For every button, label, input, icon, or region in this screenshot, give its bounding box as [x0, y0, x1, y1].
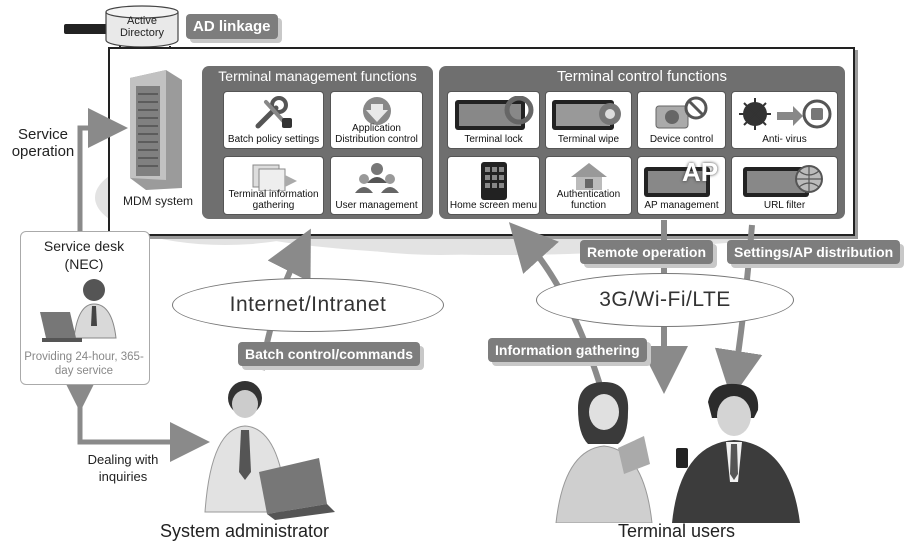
- users-icon: [354, 163, 399, 193]
- dealing-inquiries-label: Dealing with inquiries: [87, 452, 159, 484]
- tile-label: AP management: [644, 200, 719, 211]
- tile-terminal-info[interactable]: Terminal information gathering: [223, 156, 324, 215]
- tile-terminal-wipe[interactable]: Terminal wipe: [545, 91, 632, 149]
- service-desk-title: Service desk: [43, 238, 125, 254]
- tile-label: Terminal lock: [464, 134, 523, 145]
- tile-label: Terminal wipe: [557, 134, 620, 145]
- ap-phone-icon: [643, 167, 710, 197]
- tile-label: Authentication function: [556, 189, 621, 211]
- tile-terminal-lock[interactable]: Terminal lock: [447, 91, 540, 149]
- service-desk-note: Providing 24-hour, 365-day service: [24, 351, 144, 377]
- tile-label: Application Distribution control: [335, 123, 418, 145]
- tile-home-screen[interactable]: Home screen menu: [447, 156, 540, 215]
- tile-url-filter[interactable]: URL filter: [731, 156, 838, 215]
- tile-label: Terminal information gathering: [228, 189, 319, 211]
- mdm-system-label: MDM system: [123, 194, 193, 208]
- management-panel-title: Terminal management functions: [218, 68, 417, 84]
- mobile-network-ellipse: 3G/Wi-Fi/LTE: [536, 273, 794, 327]
- inquiries-arrow: [60, 372, 210, 462]
- system-administrator-label: System administrator: [160, 521, 330, 541]
- active-directory-label: Active Directory: [119, 15, 164, 39]
- tile-label: Device control: [649, 134, 714, 145]
- tile-batch-policy[interactable]: Batch policy settings: [223, 91, 324, 149]
- tile-user-management[interactable]: User management: [330, 156, 423, 215]
- internet-intranet-ellipse: Internet/Intranet: [172, 278, 444, 332]
- lock-phone-icon: [454, 96, 533, 130]
- tile-label: URL filter: [763, 200, 806, 211]
- terminal-users-label: Terminal users: [618, 521, 736, 541]
- download-arrow-icon: [362, 97, 391, 125]
- service-operation-arrow: [77, 108, 128, 232]
- database-icon: [105, 5, 179, 48]
- virus-shield-icon: [738, 98, 831, 130]
- tile-authentication[interactable]: Authentication function: [545, 156, 632, 215]
- home-screen-icon: [480, 162, 507, 200]
- tile-anti-virus[interactable]: Anti- virus: [731, 91, 838, 149]
- administrator-icon: [204, 381, 335, 520]
- ad-linkage-tag: AD linkage: [186, 14, 278, 39]
- tile-label: Batch policy settings: [227, 134, 320, 145]
- tools-icon: [255, 96, 292, 129]
- operator-icon: [40, 279, 117, 342]
- batch-control-tag: Batch control/commands: [238, 342, 421, 366]
- information-gathering-tag: Information gathering: [488, 338, 647, 362]
- control-panel-title: Terminal control functions: [556, 68, 728, 85]
- service-operation-label: Service operation: [11, 126, 75, 160]
- wipe-phone-icon: [551, 100, 621, 130]
- camera-prohibited-icon: [655, 96, 707, 129]
- tile-label: Anti- virus: [762, 134, 807, 145]
- tile-label: User management: [335, 200, 418, 211]
- house-lock-icon: [570, 163, 607, 190]
- documents-icon: [252, 164, 297, 191]
- settings-distribution-tag: Settings/AP distribution: [727, 240, 901, 264]
- remote-operation-tag: Remote operation: [580, 240, 714, 264]
- tile-ap-management[interactable]: AP AP management: [637, 156, 726, 215]
- tile-app-distribution[interactable]: Application Distribution control: [330, 91, 423, 149]
- globe-phone-icon: [742, 165, 823, 197]
- ap-badge: AP: [682, 157, 719, 187]
- terminal-users-icon: [555, 382, 800, 523]
- server-tower-icon: [130, 70, 182, 190]
- tile-device-control[interactable]: Device control: [637, 91, 726, 149]
- service-desk-org: (NEC): [64, 256, 104, 272]
- tile-label: Home screen menu: [449, 200, 538, 211]
